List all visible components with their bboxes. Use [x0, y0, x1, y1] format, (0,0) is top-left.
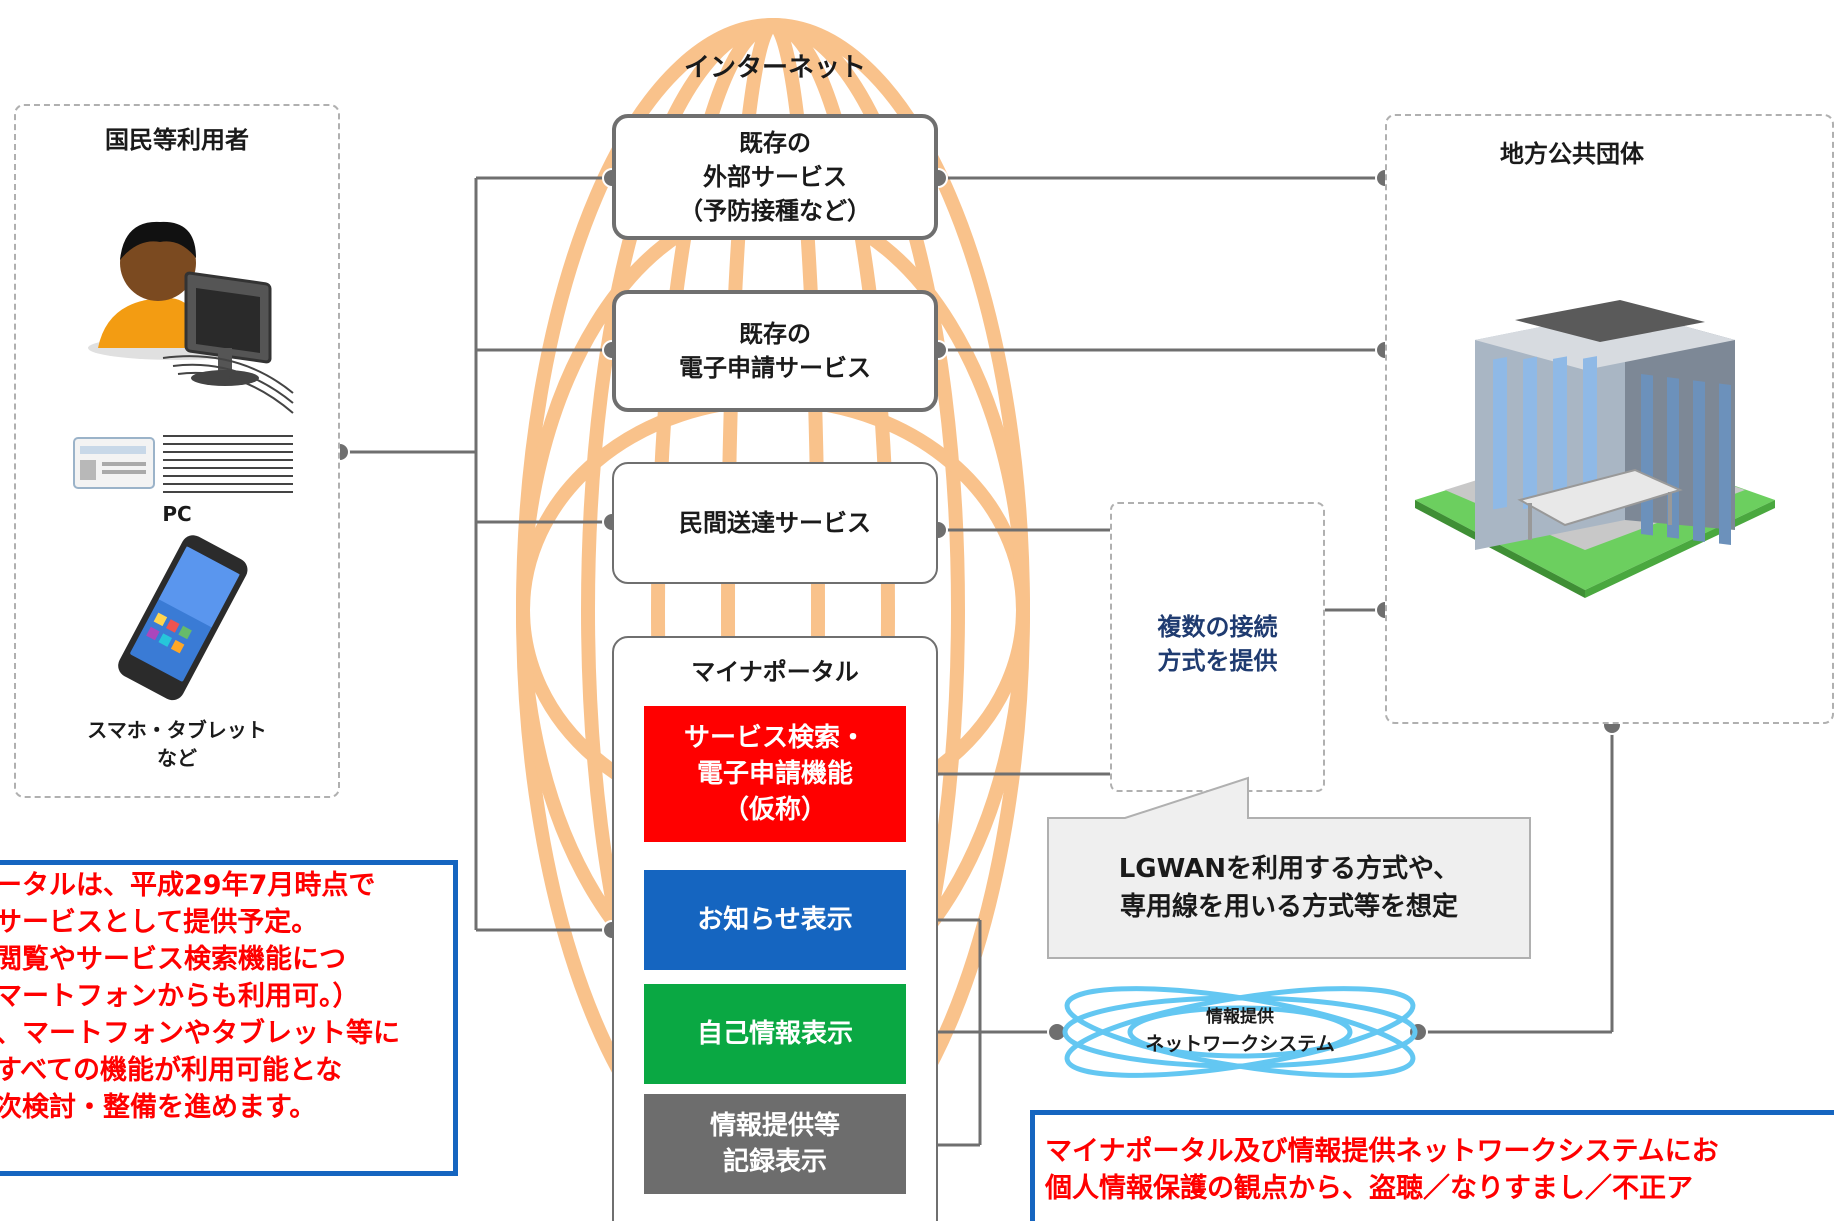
- users-panel-title: 国民等利用者: [105, 126, 249, 154]
- service-external: 既存の 外部サービス （予防接種など）: [612, 114, 938, 240]
- connection-methods-text: 複数の接続 方式を提供: [1157, 613, 1278, 675]
- note-line: すべての機能が利用可能とな: [0, 1055, 343, 1086]
- note-line: サービスとして提供予定。: [0, 907, 319, 938]
- user-at-pc-icon: [88, 221, 272, 386]
- myna-portal-title: マイナポータル: [691, 658, 859, 686]
- smartphone-icon: [118, 535, 248, 701]
- function-self-information: 自己情報表示: [644, 984, 906, 1084]
- network-label-line1: 情報提供: [1206, 1006, 1274, 1027]
- network-rings-icon: [1062, 986, 1418, 1078]
- users-panel: 国民等利用者: [14, 104, 340, 798]
- note-line: 次検討・整備を進めます。: [0, 1092, 317, 1123]
- function-service-search: サービス検索・ 電子申請機能 （仮称）: [644, 706, 906, 842]
- internet-label: インターネット: [683, 53, 866, 83]
- service-e-application: 既存の 電子申請サービス: [612, 290, 938, 412]
- pc-user-illustration: [73, 221, 294, 493]
- pc-label: PC: [162, 502, 192, 526]
- callout-text: LGWANを利用する方式や、 専用線を用いる方式等を想定: [1118, 854, 1460, 922]
- keyboard-lines: [162, 355, 294, 493]
- mobile-label-line1: スマホ・タブレット: [87, 718, 267, 742]
- my-number-card-icon: [73, 437, 155, 489]
- note-line: マイナポータル及び情報提供ネットワークシステムにお: [1045, 1136, 1719, 1167]
- left-note-box: ータルは、平成29年7月時点で サービスとして提供予定。 閲覧やサービス検索機能…: [0, 860, 458, 1176]
- service-private-delivery: 民間送達サービス: [612, 462, 938, 584]
- local-government-title: 地方公共団体: [1500, 140, 1644, 168]
- mobile-label-line2: など: [157, 746, 197, 770]
- network-label-line2: ネットワークシステム: [1145, 1032, 1335, 1055]
- note-line: マートフォンからも利用可。）: [0, 981, 360, 1012]
- note-line: 閲覧やサービス検索機能につ: [0, 944, 346, 975]
- note-line: ータルは、平成29年7月時点で: [0, 870, 376, 901]
- function-notifications: お知らせ表示: [644, 870, 906, 970]
- government-building-icon: [1415, 300, 1775, 598]
- note-line: 個人情報保護の観点から、盗聴／なりすまし／不正ア: [1045, 1173, 1693, 1204]
- bottom-note-box: マイナポータル及び情報提供ネットワークシステムにお 個人情報保護の観点から、盗聴…: [1030, 1110, 1834, 1221]
- connection-methods-box: 複数の接続 方式を提供: [1110, 502, 1325, 792]
- note-line: 、マートフォンやタブレット等に: [0, 1018, 400, 1049]
- function-provision-records: 情報提供等 記録表示: [644, 1094, 906, 1194]
